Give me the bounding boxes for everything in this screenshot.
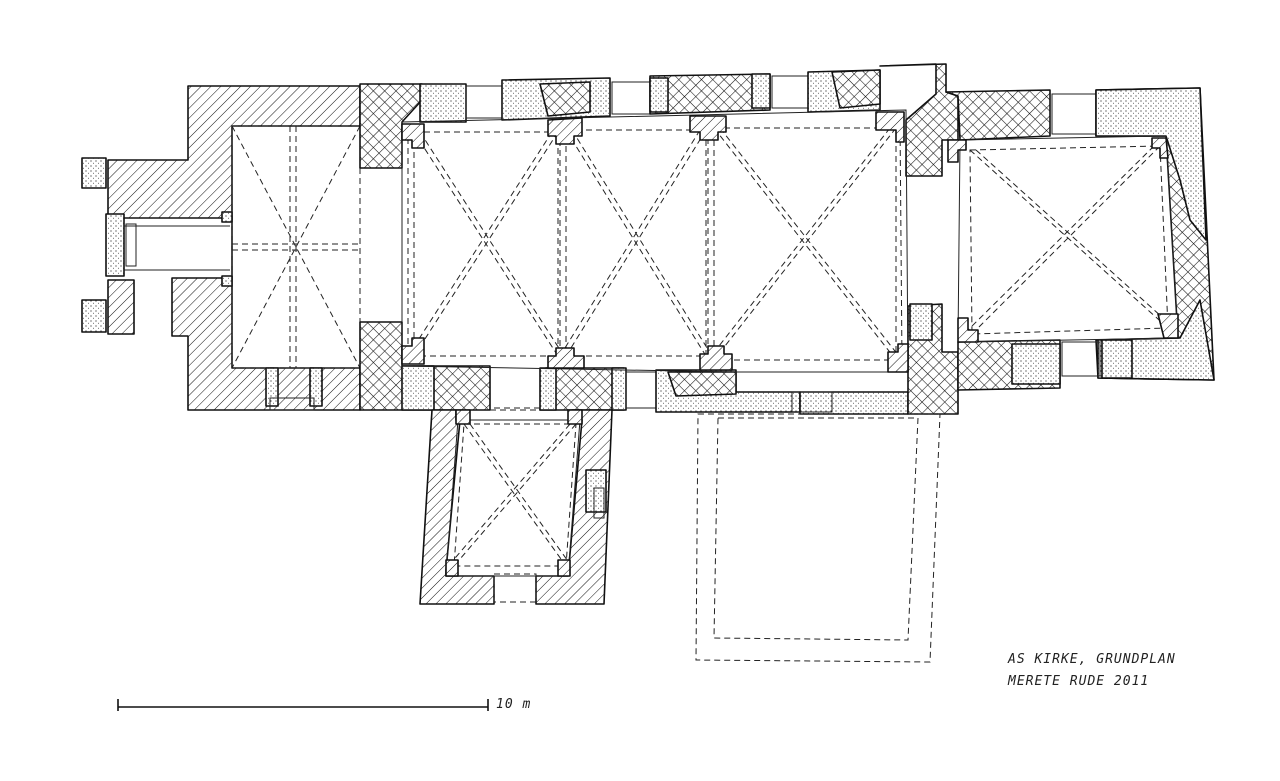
chancel-vault [947, 135, 1179, 343]
nave-north-wall [359, 63, 959, 177]
scale-bar-label: 10 m [496, 697, 532, 712]
nave-vaults [401, 109, 909, 390]
pilasters [401, 111, 909, 373]
former-building-outline [695, 372, 941, 663]
nave-south-wall [359, 303, 959, 415]
chancel-walls [945, 87, 1215, 391]
tower-vault [231, 125, 361, 369]
west-tower-walls [81, 85, 361, 411]
south-chapel [419, 407, 613, 605]
scale-bar [117, 699, 489, 711]
caption-title: AS KIRKE, GRUNDPLAN [1008, 652, 1176, 667]
caption-author: MERETE RUDE 2011 [1008, 674, 1150, 689]
